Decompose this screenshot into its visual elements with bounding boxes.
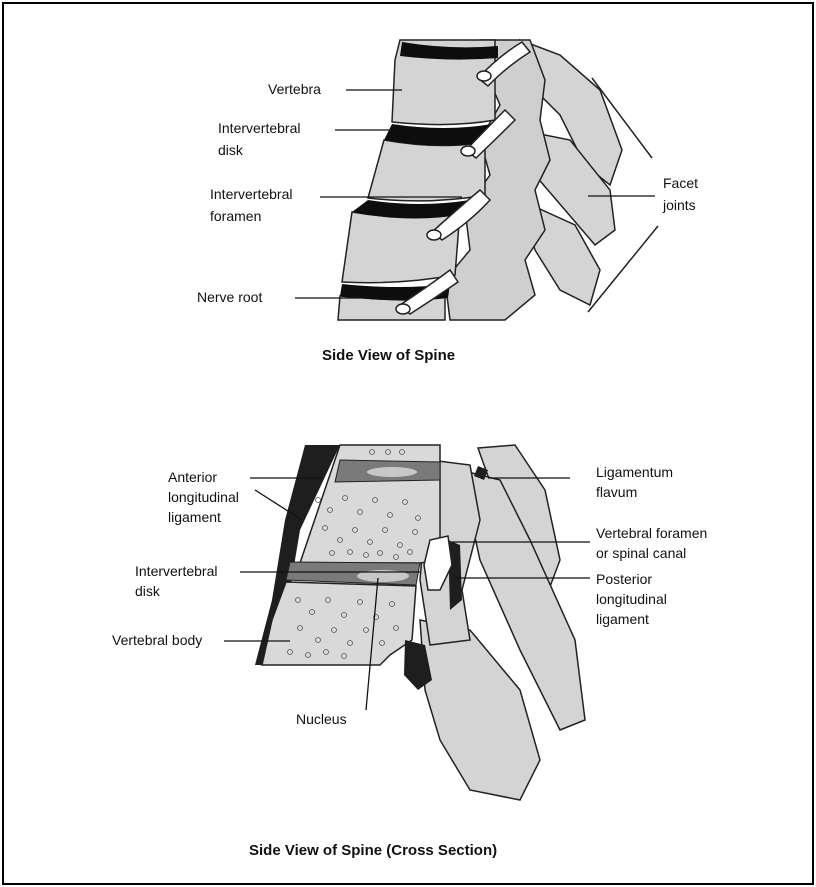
label-ant-line3: ligament bbox=[168, 509, 221, 525]
label-ant-line2: longitudinal bbox=[168, 489, 239, 505]
label-foramen-cs-line1: Vertebral foramen bbox=[596, 525, 707, 541]
label-post-line1: Posterior bbox=[596, 571, 652, 587]
caption-side-view: Side View of Spine bbox=[322, 347, 455, 364]
label-flavum-line1: Ligamentum bbox=[596, 464, 673, 480]
nucleus-upper bbox=[367, 467, 417, 477]
nerve-root-1-tip bbox=[477, 71, 491, 81]
label-nerve-root: Nerve root bbox=[197, 289, 262, 305]
label-facet-line2: joints bbox=[662, 197, 696, 213]
vertebral-body-lower bbox=[262, 582, 416, 665]
label-foramen-cs-line2: or spinal canal bbox=[596, 545, 686, 561]
label-disk-line2: disk bbox=[218, 142, 244, 158]
label-vertebral-body: Vertebral body bbox=[112, 632, 202, 648]
label-foramen-line2: foramen bbox=[210, 208, 261, 224]
side-view-illustration bbox=[338, 40, 658, 320]
label-post-line2: longitudinal bbox=[596, 591, 667, 607]
label-flavum-line2: flavum bbox=[596, 484, 637, 500]
label-disk-cs-line1: Intervertebral bbox=[135, 563, 217, 579]
label-disk-line1: Intervertebral bbox=[218, 120, 300, 136]
nerve-root-4-tip bbox=[396, 304, 410, 314]
label-foramen-line1: Intervertebral bbox=[210, 186, 292, 202]
label-nucleus: Nucleus bbox=[296, 711, 347, 727]
label-disk-cs-line2: disk bbox=[135, 583, 161, 599]
caption-cross-section: Side View of Spine (Cross Section) bbox=[249, 842, 497, 859]
nerve-root-3-tip bbox=[427, 230, 441, 240]
label-vertebra: Vertebra bbox=[268, 81, 321, 97]
label-ant-line1: Anterior bbox=[168, 469, 217, 485]
nerve-root-2-tip bbox=[461, 146, 475, 156]
label-facet-line1: Facet bbox=[663, 175, 698, 191]
cross-section-illustration bbox=[255, 445, 585, 800]
label-post-line3: ligament bbox=[596, 611, 649, 627]
